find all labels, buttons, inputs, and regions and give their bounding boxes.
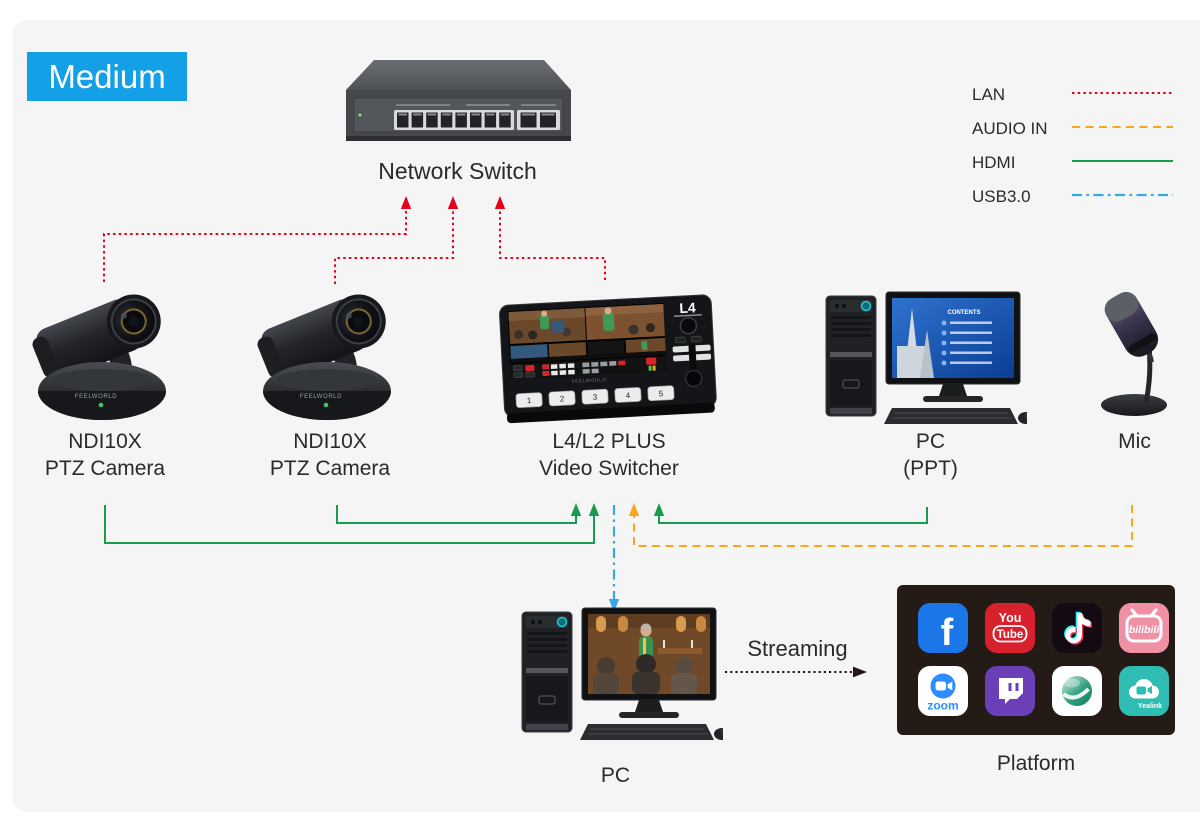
facebook-icon: f bbox=[918, 603, 968, 653]
tiktok-icon bbox=[1052, 603, 1102, 653]
legend-label-hdmi: HDMI bbox=[972, 153, 1016, 172]
legend-row-usb: USB3.0 bbox=[972, 187, 1192, 209]
legend-line-usb bbox=[1072, 193, 1173, 197]
svg-text:Tube: Tube bbox=[997, 629, 1024, 641]
svg-text:5: 5 bbox=[658, 389, 663, 398]
twitch-icon bbox=[985, 666, 1035, 716]
ptz-camera-1-illustration: FEELWORLD bbox=[30, 286, 170, 421]
legend-row-hdmi: HDMI bbox=[972, 153, 1192, 175]
svg-text:3: 3 bbox=[593, 393, 598, 402]
legend-line-audio bbox=[1072, 126, 1173, 128]
pc-ppt-illustration: CONTENTS bbox=[825, 291, 1027, 425]
streaming-label: Streaming bbox=[747, 636, 848, 661]
legend-label-audio: AUDIO IN bbox=[972, 119, 1048, 138]
mic-illustration bbox=[1101, 291, 1167, 416]
webex-icon bbox=[1052, 666, 1102, 716]
svg-text:4: 4 bbox=[626, 391, 631, 400]
legend-row-audio: AUDIO IN bbox=[972, 119, 1192, 141]
switcher-label: L4/L2 PLUS Video Switcher bbox=[539, 430, 679, 480]
svg-text:2: 2 bbox=[560, 394, 565, 403]
switcher-model-badge: L4 bbox=[679, 299, 696, 316]
ppt-bullets bbox=[941, 320, 992, 366]
size-badge-label: Medium bbox=[48, 57, 166, 95]
legend-label-usb: USB3.0 bbox=[972, 187, 1031, 206]
pc-ppt-label: PC (PPT) bbox=[903, 430, 958, 480]
legend-label-lan: LAN bbox=[972, 85, 1006, 104]
pc-stream-illustration bbox=[521, 607, 723, 741]
mic-label: Mic bbox=[1118, 430, 1151, 453]
platform-label: Platform bbox=[996, 752, 1076, 775]
svg-text:f: f bbox=[941, 612, 954, 653]
ppt-screen-title: CONTENTS bbox=[948, 310, 981, 316]
pc-stream-label: PC bbox=[600, 764, 631, 787]
network-switch-illustration bbox=[346, 60, 571, 141]
switcher-channel-buttons: 1 2 3 4 5 bbox=[515, 385, 675, 409]
video-switcher-illustration: FEELWORLD L4 1 2 3 4 5 bbox=[499, 294, 717, 424]
switch-ports bbox=[397, 112, 511, 128]
svg-text:You: You bbox=[999, 611, 1022, 625]
switcher-brand: FEELWORLD bbox=[572, 377, 607, 384]
svg-text:zoom: zoom bbox=[927, 699, 958, 713]
yealink-icon: Yealink bbox=[1119, 666, 1169, 716]
camera1-brand: FEELWORLD bbox=[75, 394, 117, 400]
svg-text:1: 1 bbox=[527, 396, 532, 405]
legend-line-lan bbox=[1072, 92, 1173, 94]
bilibili-icon: bilibili bbox=[1119, 603, 1169, 653]
ptz-camera-2-illustration: FEELWORLD bbox=[255, 286, 395, 421]
size-badge: Medium bbox=[27, 52, 187, 101]
network-switch-label: Network Switch bbox=[378, 158, 537, 184]
legend-line-hdmi bbox=[1072, 160, 1173, 162]
stream-screen-scene bbox=[588, 614, 710, 694]
platform-box: f You Tube bilibili zoom bbox=[897, 585, 1175, 735]
camera2-label: NDI10X PTZ Camera bbox=[269, 430, 391, 480]
svg-text:Yealink: Yealink bbox=[1138, 703, 1162, 710]
camera2-brand: FEELWORLD bbox=[300, 394, 342, 400]
camera1-label: NDI10X PTZ Camera bbox=[44, 430, 166, 480]
youtube-icon: You Tube bbox=[985, 603, 1035, 653]
svg-text:bilibili: bilibili bbox=[1129, 624, 1160, 636]
legend-row-lan: LAN bbox=[972, 85, 1192, 107]
zoom-icon: zoom bbox=[918, 666, 968, 716]
